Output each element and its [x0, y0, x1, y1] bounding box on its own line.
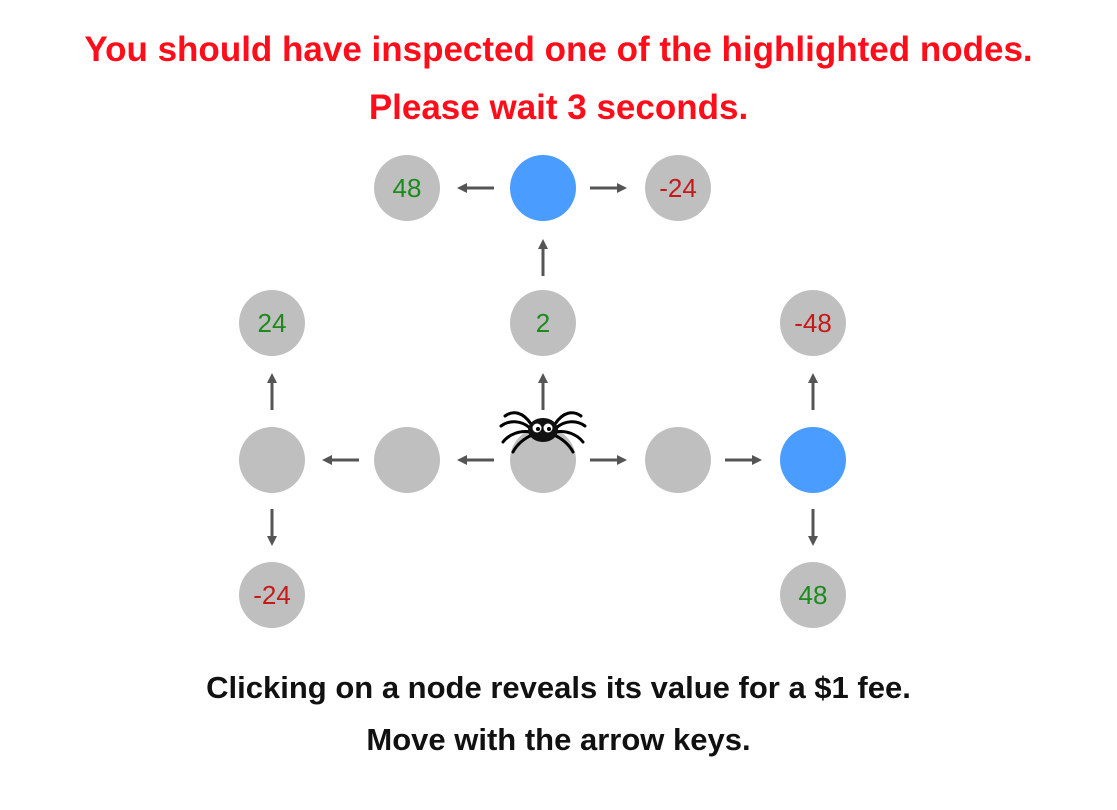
node-down-left[interactable]: -24	[239, 562, 305, 628]
node-up-left[interactable]: 24	[239, 290, 305, 356]
node-mid-right[interactable]	[645, 427, 711, 493]
instruction-fee: Clicking on a node reveals its value for…	[206, 670, 911, 705]
node-top-center[interactable]	[510, 155, 576, 221]
node-mid-far-left[interactable]	[239, 427, 305, 493]
node-top-left[interactable]: 48	[374, 155, 440, 221]
wait-message: Please wait 3 seconds.	[368, 88, 749, 127]
node-mid-left[interactable]	[374, 427, 440, 493]
node-mid-far-right[interactable]	[780, 427, 846, 493]
instruction-move: Move with the arrow keys.	[366, 722, 751, 757]
node-up-right[interactable]: -48	[780, 290, 846, 356]
node-up-center[interactable]: 2	[510, 290, 576, 356]
node-top-right[interactable]: -24	[645, 155, 711, 221]
node-down-right[interactable]: 48	[780, 562, 846, 628]
error-message: You should have inspected one of the hig…	[84, 30, 1033, 69]
spider-icon	[499, 411, 587, 454]
